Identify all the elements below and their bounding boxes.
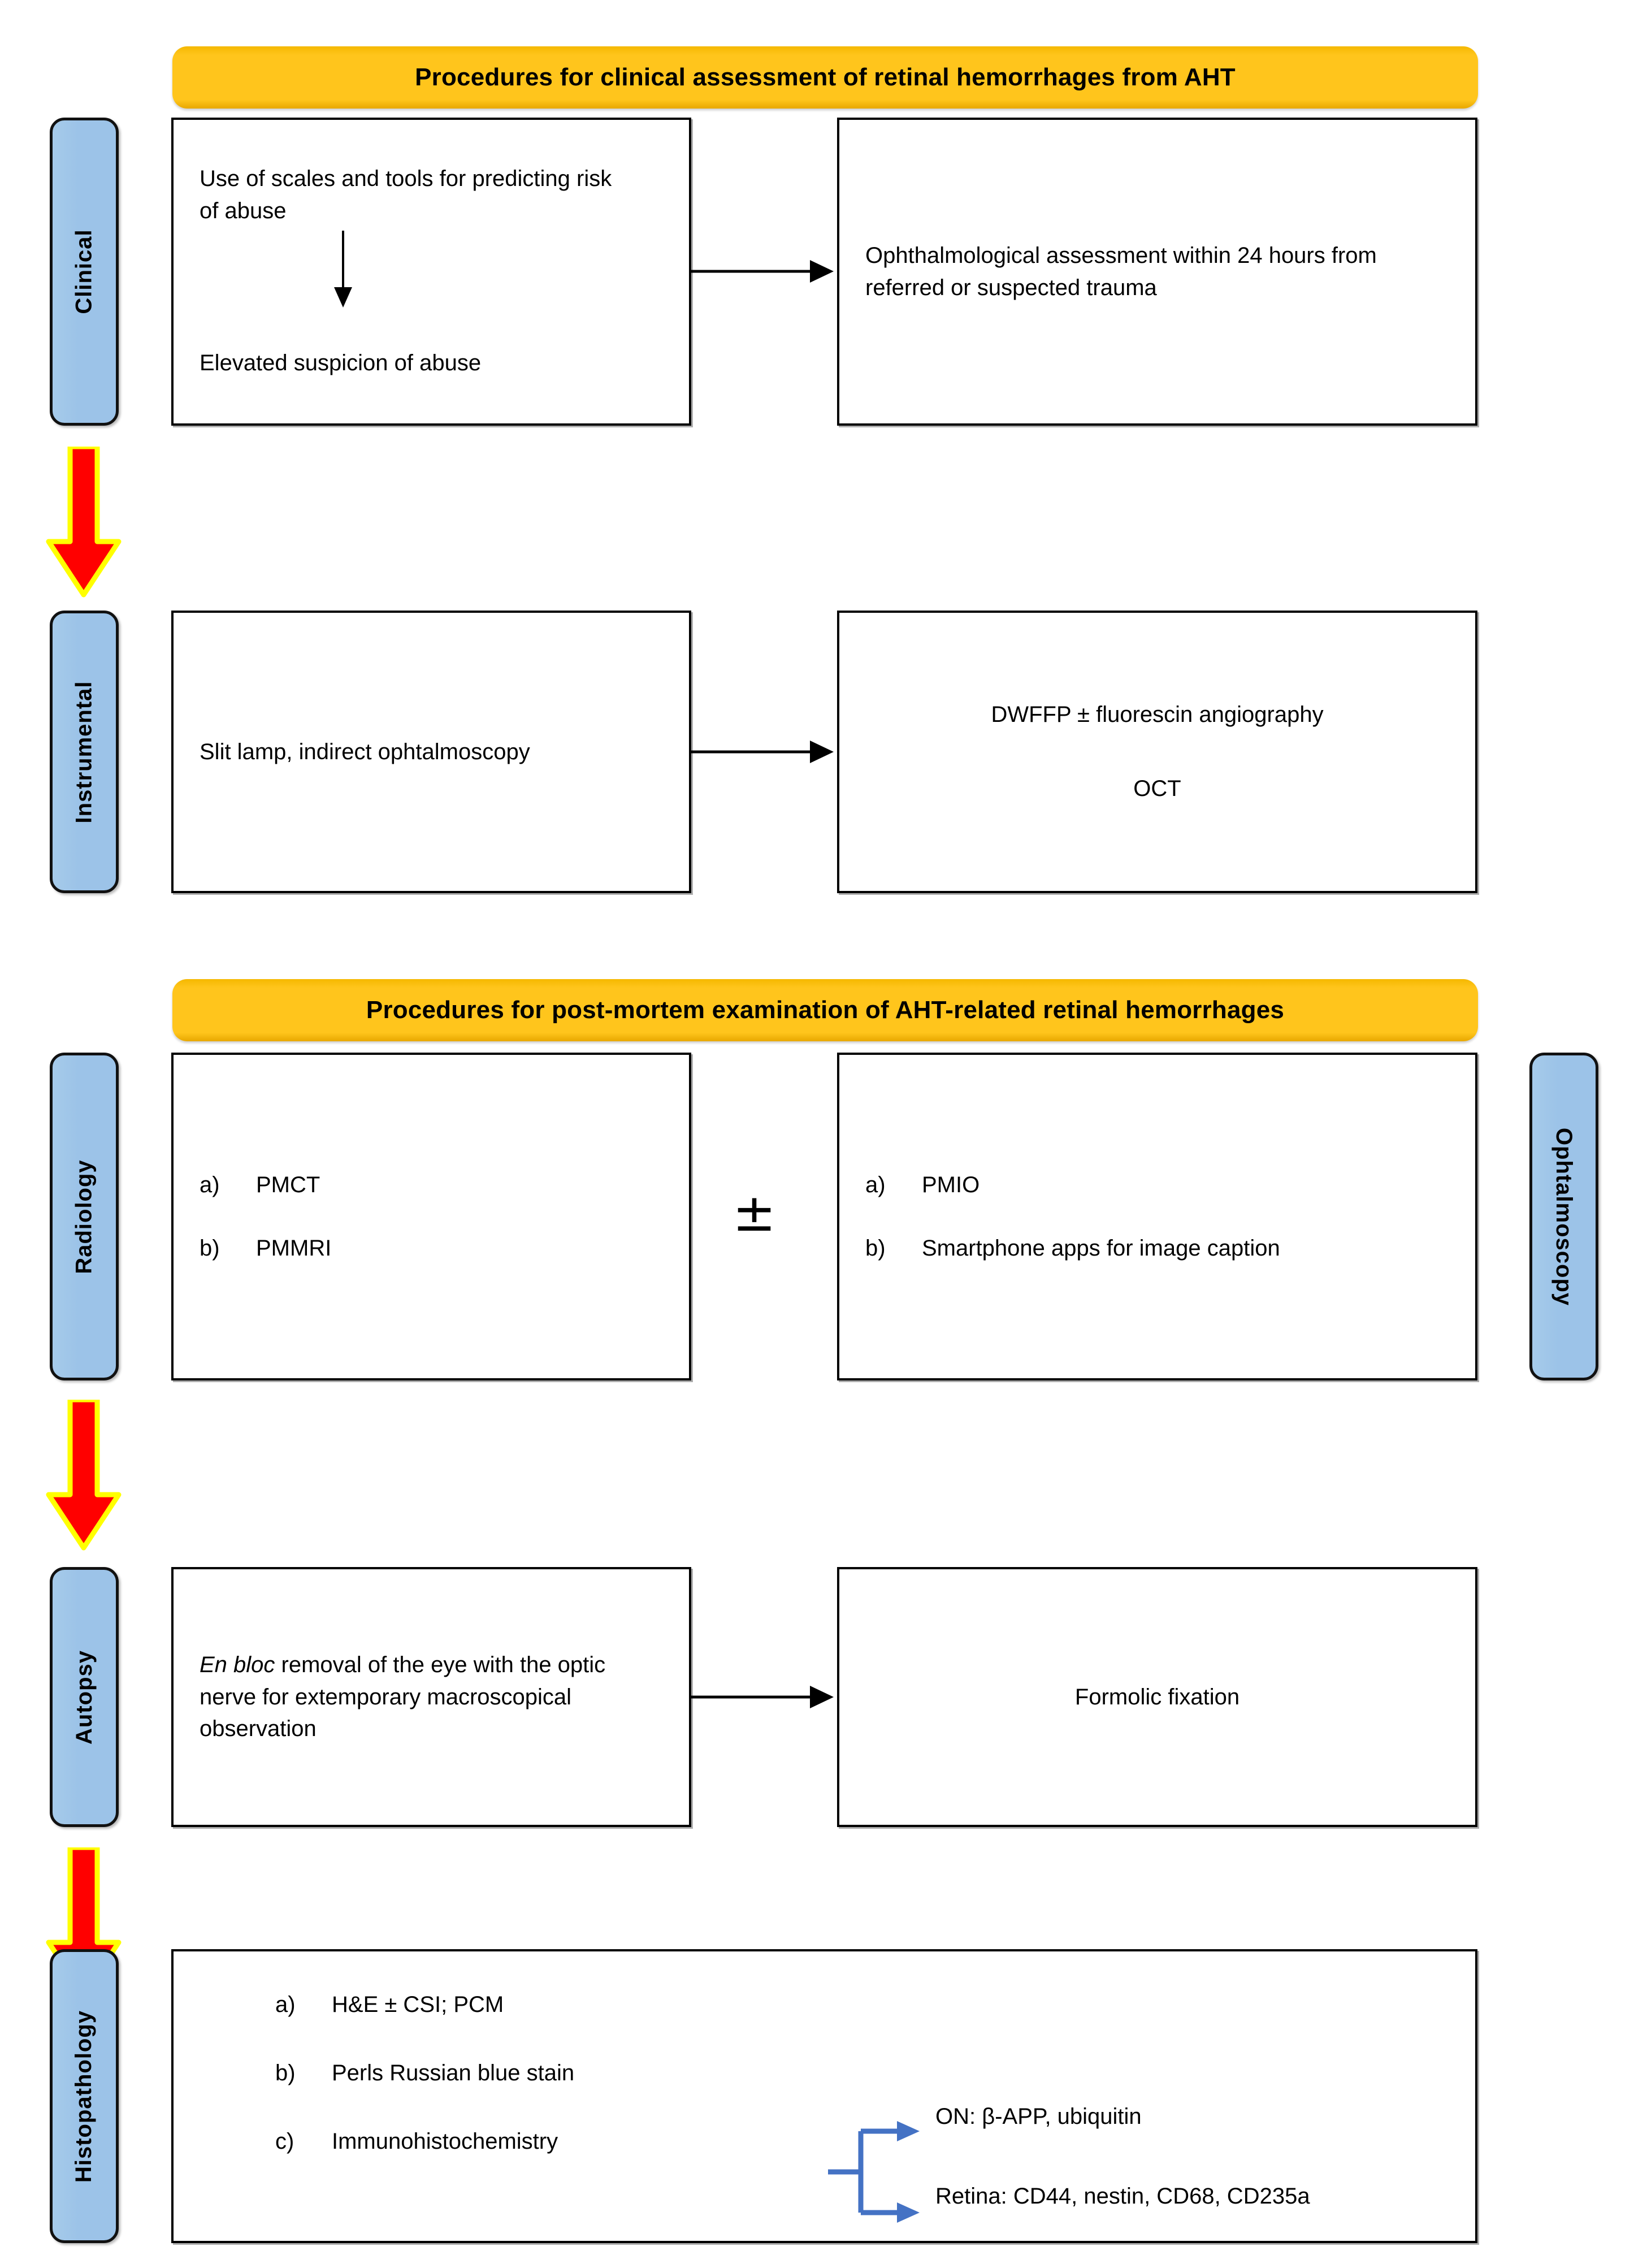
box-ophthalmological-assessment: Ophthalmological assessment within 24 ho… [837,118,1477,426]
side-tab-ophtalmoscopy-label: Ophtalmoscopy [1551,1127,1577,1306]
box-slit-lamp-text: Slit lamp, indirect ophtalmoscopy [200,739,530,764]
box-slit-lamp: Slit lamp, indirect ophtalmoscopy [171,611,691,893]
side-tab-radiology-label: Radiology [71,1159,97,1274]
banner-postmortem-examination: Procedures for post-mortem examination o… [172,979,1478,1041]
side-tab-instrumental: Instrumental [50,611,119,893]
side-tab-ophtalmoscopy: Ophtalmoscopy [1529,1053,1598,1380]
red-down-arrow-icon-1 [46,447,122,598]
box-radiology-modalities: a) PMCT b) PMMRI [171,1053,691,1380]
list-item: b) PMMRI [200,1236,332,1261]
box-en-bloc-removal: En bloc removal of the eye with the opti… [171,1567,691,1827]
box-en-bloc-removal-text: En bloc removal of the eye with the opti… [200,1649,646,1745]
red-down-arrow-icon-2 [46,1400,122,1551]
plus-minus-operator: ± [733,1183,777,1243]
box-ophtalmoscopy-modalities: a) PMIO b) Smartphone apps for image cap… [837,1053,1477,1380]
box-risk-scales-line1: Use of scales and tools for predicting r… [200,166,612,223]
box-ophthalmological-assessment-text: Ophthalmological assessment within 24 ho… [865,243,1377,300]
list-item: c) Immunohistochemistry [275,2129,558,2154]
side-tab-autopsy-label: Autopsy [71,1650,97,1745]
blue-branch-bracket-icon [828,2121,920,2223]
box-formolic-fixation: Formolic fixation [837,1567,1477,1827]
side-tab-instrumental-label: Instrumental [71,680,97,824]
radiology-left-list: a) PMCT b) PMMRI [200,1169,663,1264]
box-oct-text: OCT [1133,776,1181,801]
side-tab-radiology: Radiology [50,1053,119,1380]
histopathology-branch-labels: ON: β-APP, ubiquitin Retina: CD44, nesti… [935,2104,1310,2209]
connector-instrumental-arrow [691,741,834,763]
box-dwffp-oct: DWFFP ± fluorescin angiography OCT [837,611,1477,893]
box-formolic-fixation-text: Formolic fixation [1074,1684,1240,1709]
list-item: a) H&E ± CSI; PCM [275,1992,504,2017]
box-risk-scales-line2: Elevated suspicion of abuse [200,350,482,375]
side-tab-clinical-label: Clinical [71,229,97,314]
branch-label-retina: Retina: CD44, nestin, CD68, CD235a [935,2184,1310,2209]
box-histopathology: a) H&E ± CSI; PCM b) Perls Russian blue … [171,1949,1477,2243]
box-dwffp-text: DWFFP ± fluorescin angiography [991,702,1324,728]
en-bloc-italic: En bloc [200,1652,275,1677]
inline-down-arrow-icon [334,231,352,308]
en-bloc-rest: removal of the eye with the optic nerve … [200,1652,606,1742]
side-tab-histopathology-label: Histopathology [71,2010,97,2183]
side-tab-clinical: Clinical [50,118,119,426]
side-tab-histopathology: Histopathology [50,1949,119,2243]
box-risk-scales: Use of scales and tools for predicting r… [171,118,691,426]
list-item: b) Smartphone apps for image caption [865,1236,1280,1261]
histopathology-list: a) H&E ± CSI; PCM b) Perls Russian blue … [275,1992,574,2154]
list-item: a) PMIO [865,1172,980,1197]
branch-label-optic-nerve: ON: β-APP, ubiquitin [935,2104,1142,2129]
banner-clinical-assessment: Procedures for clinical assessment of re… [172,46,1478,109]
radiology-right-list: a) PMIO b) Smartphone apps for image cap… [865,1169,1449,1264]
list-item: a) PMCT [200,1172,320,1197]
side-tab-autopsy: Autopsy [50,1567,119,1827]
connector-clinical-arrow [691,260,834,283]
list-item: b) Perls Russian blue stain [275,2061,575,2085]
connector-autopsy-arrow [691,1686,834,1708]
